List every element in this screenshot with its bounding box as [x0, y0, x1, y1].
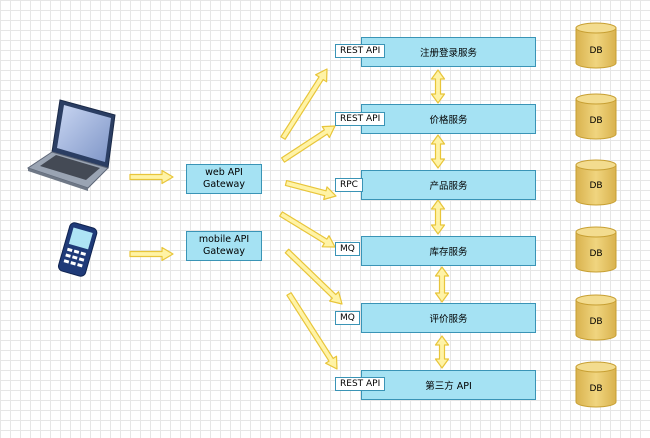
- mobile-api-gateway-line2: Gateway: [203, 246, 245, 257]
- service-name: 产品服务: [429, 181, 468, 192]
- service-link-arrow: [434, 266, 450, 303]
- service-tag: MQ: [335, 242, 360, 256]
- gateway-arrow: [279, 211, 336, 248]
- service-link-arrow: [434, 335, 450, 369]
- service-tag: REST API: [335, 112, 386, 126]
- database-icon: [575, 93, 617, 140]
- service-review: 评价服务: [361, 303, 536, 333]
- gateway-arrow: [284, 248, 343, 305]
- service-name: 评价服务: [429, 314, 468, 325]
- gateway-arrow: [286, 292, 338, 370]
- database-layer: [575, 22, 617, 408]
- service-third-party-api: 第三方 API: [361, 370, 536, 400]
- service-link-arrow: [430, 134, 446, 169]
- db-label: DB: [589, 317, 603, 327]
- service-tag: REST API: [335, 44, 386, 58]
- service-link-arrow: [430, 69, 446, 104]
- web-api-gateway-line2: Gateway: [203, 179, 245, 190]
- database-icon: [575, 361, 617, 408]
- service-product: 产品服务: [361, 170, 536, 200]
- client-arrow: [129, 246, 174, 262]
- database-icon: [575, 22, 617, 69]
- db-label: DB: [589, 384, 603, 394]
- service-name: 价格服务: [429, 115, 468, 126]
- web-api-gateway-line1: web API: [205, 167, 243, 178]
- gateway-arrow: [284, 180, 337, 201]
- db-label: DB: [589, 249, 603, 259]
- mobile-api-gateway: mobile API Gateway: [186, 231, 262, 261]
- service-name: 第三方 API: [425, 381, 472, 392]
- database-icon: [575, 159, 617, 206]
- service-tag: RPC: [335, 178, 363, 192]
- service-link-arrow: [430, 199, 446, 235]
- db-label: DB: [589, 46, 603, 56]
- service-tag: MQ: [335, 311, 360, 325]
- service-register-login: 注册登录服务: [361, 37, 536, 67]
- database-icon: [575, 294, 617, 341]
- arrow-layer: [129, 68, 450, 370]
- gateway-arrow: [280, 68, 328, 140]
- db-label: DB: [589, 181, 603, 191]
- service-price: 价格服务: [361, 104, 536, 134]
- laptop-icon: [26, 99, 116, 191]
- database-icon: [575, 226, 617, 273]
- service-tag: REST API: [335, 377, 386, 391]
- client-arrow: [129, 169, 174, 185]
- gateway-arrow: [281, 125, 336, 163]
- web-api-gateway: web API Gateway: [186, 164, 262, 194]
- service-inventory: 库存服务: [361, 236, 536, 266]
- mobile-api-gateway-line1: mobile API: [198, 234, 250, 245]
- db-label: DB: [589, 116, 603, 126]
- phone-icon: [57, 222, 98, 277]
- service-name: 注册登录服务: [419, 48, 477, 59]
- service-name: 库存服务: [429, 247, 468, 258]
